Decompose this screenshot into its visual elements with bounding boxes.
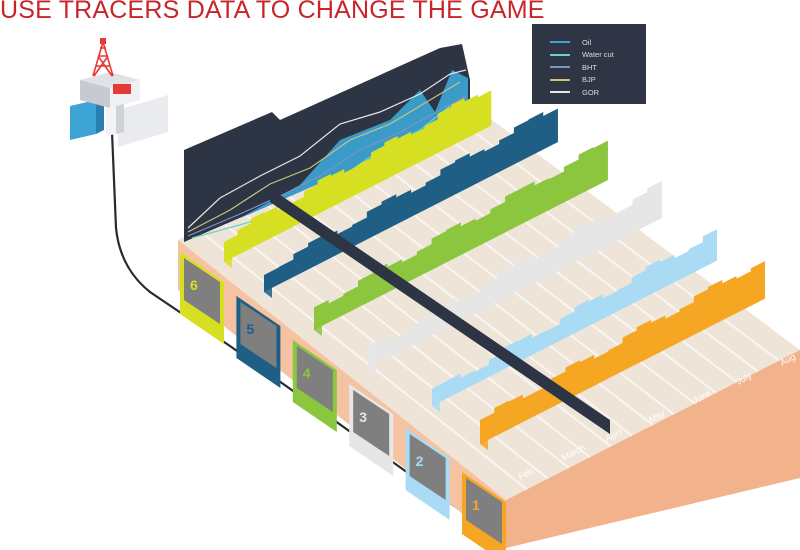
- legend-item-bht: BHT: [550, 61, 646, 74]
- zone-number-2: 2: [416, 453, 424, 469]
- legend-item-oil: Oil: [550, 36, 646, 49]
- chart-legend: Oil Water cut BHT BJP GOR: [532, 24, 646, 104]
- zone-number-4: 4: [303, 365, 311, 381]
- zone-box-face-3: [353, 390, 390, 456]
- zone-box-face-5: [240, 302, 277, 368]
- zone-number-6: 6: [190, 277, 198, 293]
- zone-ribbon-side-5: [264, 275, 272, 298]
- zone-ribbon-3: [368, 180, 662, 368]
- legend-swatch-oil: [550, 41, 570, 44]
- chart-line: [187, 95, 467, 237]
- chart-line: [187, 81, 461, 233]
- zone-ribbon-6: [224, 87, 492, 262]
- legend-item-water-cut: Water cut: [550, 49, 646, 62]
- slab-right-face: [506, 350, 800, 548]
- oil-rig-icon: [70, 38, 168, 147]
- zone-ribbon-4: [314, 140, 608, 330]
- zone-ribbon-2: [432, 226, 718, 406]
- chart-line: [187, 69, 467, 229]
- legend-item-gor: GOR: [550, 86, 646, 99]
- zone-ribbon-side-4: [314, 307, 322, 336]
- zone-ribbon-1: [480, 255, 766, 444]
- legend-swatch-bjp: [550, 78, 570, 81]
- oil-area: [240, 70, 468, 218]
- zone-ribbon-side-1: [480, 420, 488, 450]
- zone-box-face-4: [296, 346, 333, 412]
- zone-ribbon-side-2: [432, 388, 440, 412]
- legend-swatch-gor: [550, 91, 570, 94]
- grid-line: [197, 228, 528, 491]
- legend-swatch-water-cut: [550, 53, 570, 56]
- wellbore-line: [110, 131, 503, 541]
- zone-ribbon-side-3: [368, 346, 376, 374]
- zone-ribbon-side-6: [224, 241, 232, 268]
- chart-panel: [184, 44, 470, 242]
- legend-swatch-bht: [550, 66, 570, 69]
- zone-box-face-1: [466, 478, 502, 544]
- zone-box-face-2: [409, 434, 446, 500]
- legend-item-bjp: BJP: [550, 74, 646, 87]
- zone-box-face-6: [184, 258, 220, 324]
- zone-number-1: 1: [472, 497, 480, 513]
- wellbore-divider: [270, 188, 610, 434]
- zone-number-5: 5: [246, 321, 254, 337]
- headline: USE TRACERS DATA TO CHANGE THE GAME: [0, 0, 545, 24]
- zone-number-3: 3: [359, 409, 367, 425]
